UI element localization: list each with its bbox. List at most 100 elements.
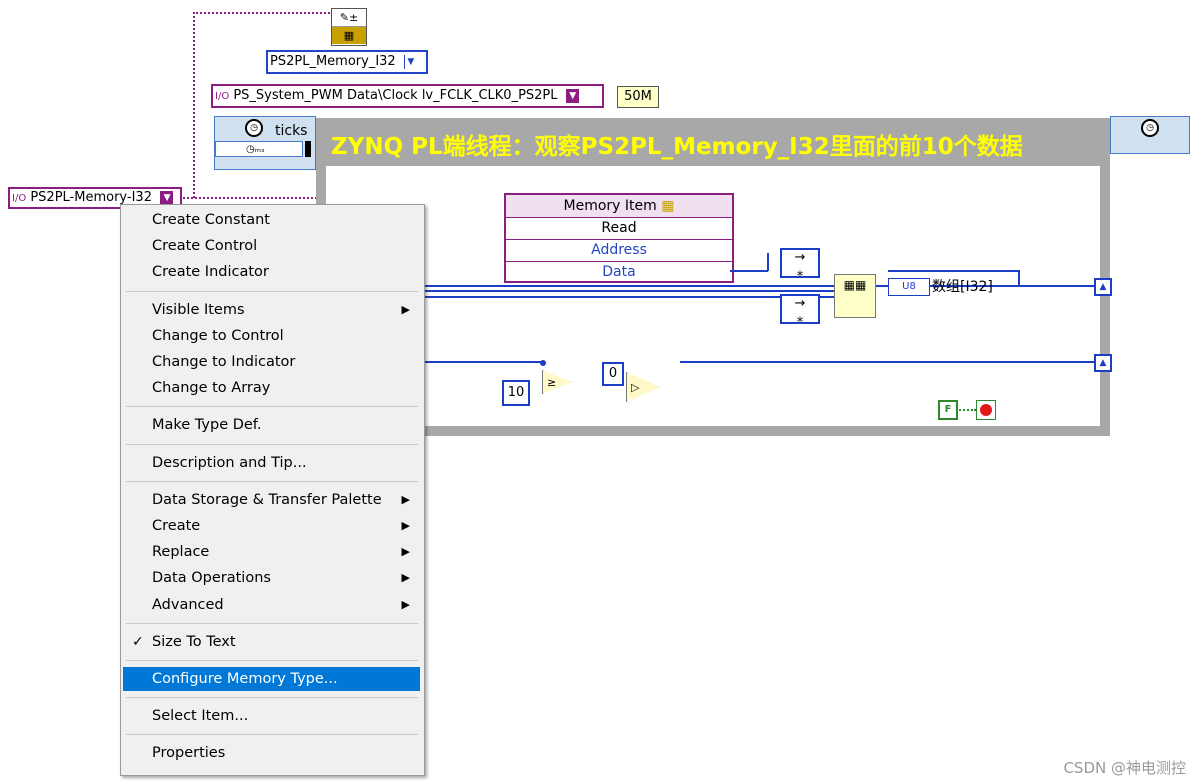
menu-item-label: Create Control [152,238,258,255]
menu-item-label: Data Storage & Transfer Palette [152,491,382,508]
menu-item-select-item[interactable]: Select Item... [123,704,420,728]
menu-item-create-constant[interactable]: Create Constant [123,208,420,232]
data-wire [888,270,1018,272]
data-wire [680,361,1102,363]
menu-separator [126,290,418,292]
menu-item-visible-items[interactable]: Visible Items ▶ [123,298,420,322]
menu-item-label: Change to Control [152,327,284,344]
submenu-arrow-icon: ▶ [401,302,410,316]
timer-icon: ◷ₘₛ [215,141,303,157]
menu-item-make-type-def[interactable]: Make Type Def. [123,413,420,437]
data-wire [326,290,834,292]
chevron-down-icon: ▼ [160,190,174,205]
chevron-down-icon: ▼ [565,88,579,103]
chevron-down-icon: ▼ [403,54,417,69]
boolean-false-constant[interactable]: F [938,400,958,420]
menu-item-label: Advanced [152,596,224,613]
stop-icon[interactable] [976,400,996,420]
menu-item-replace[interactable]: Replace▶ [123,540,420,564]
loop-right-frame [1100,118,1110,436]
menu-item-label: Description and Tip... [152,454,307,471]
memory-item-row: Address [506,240,732,262]
menu-item-label: Create Constant [152,212,270,228]
menu-item-label: Configure Memory Type... [152,671,338,687]
menu-separator [126,734,418,736]
clock-control[interactable]: I/O PS_System_PWM Data\Clock lv_FCLK_CLK… [211,84,604,108]
io-icon: I/O [215,91,230,102]
menu-item-data-storage-transfer-palette[interactable]: Data Storage & Transfer Palette▶ [123,488,420,512]
menu-item-label: Create [152,518,201,534]
menu-item-label: Create Indicator [152,264,269,281]
menu-item-change-to-indicator[interactable]: Change to Indicator [123,350,420,374]
menu-item-label: Make Type Def. [152,417,262,434]
menu-item-create-control[interactable]: Create Control [123,234,420,258]
memory-item-row: Data [602,264,636,280]
memory-write-icon[interactable]: ✎± ▦ [331,8,367,46]
memory-name-ring[interactable]: PS2PL_Memory_I32 ▼ [266,50,428,74]
menu-item-change-to-control[interactable]: Change to Control [123,324,420,348]
menu-item-data-operations[interactable]: Data Operations ▶ [123,566,420,590]
shift-register-up-icon[interactable]: ▲ [1094,354,1112,372]
memory-item-node[interactable]: Memory Item ▦ Read Address Data [504,193,734,283]
ref-wire [193,12,195,198]
submenu-arrow-icon: ▶ [401,597,410,611]
shift-register-up-icon[interactable]: ▲ [1094,278,1112,296]
memory-reference-control[interactable]: I/O PS2PL-Memory-I32 ▼ [8,187,182,209]
menu-item-label: Size To Text [152,633,236,650]
data-wire [730,270,768,272]
menu-item-advanced[interactable]: Advanced ▶ [123,593,420,617]
data-wire [326,361,542,363]
shift-register-node[interactable]: →⁎ [780,294,820,326]
menu-item-description-and-tip[interactable]: Description and Tip... [123,451,420,475]
menu-separator [126,660,418,661]
loop-right-node[interactable]: ◷ [1110,116,1190,154]
menu-item-label: Data Operations [152,570,271,587]
constant-zero[interactable]: 0 [602,362,624,386]
memory-item-icon: ▦ [661,198,675,214]
boolean-wire [956,409,976,411]
ref-wire [180,197,320,199]
replace-array-node[interactable]: ▦▦ [834,274,876,318]
menu-item-label: Change to Array [152,380,271,397]
array-type-tag[interactable]: U8 [888,278,930,296]
menu-item-create-indicator[interactable]: Create Indicator [123,260,420,284]
menu-separator [126,443,418,445]
clock-label: PS_System_PWM Data\Clock lv_FCLK_CLK0_PS… [233,88,558,103]
frequency-indicator: 50M [617,86,659,108]
check-icon: ✓ [132,633,144,650]
loop-top-frame [316,118,1110,166]
loop-title-banner: ZYNQ PL端线程：观察PS2PL_Memory_I32里面的前10个数据 [331,134,1023,160]
ticks-node[interactable]: ◷ ticks ◷ₘₛ [214,116,316,170]
array-type-label: U8 [902,281,916,292]
menu-item-label: Replace [152,544,210,561]
select-node[interactable]: ▷ [626,372,660,402]
menu-separator [126,480,418,482]
array-indicator-label: 数组[I32] [932,279,993,295]
menu-separator [126,697,418,699]
menu-item-properties[interactable]: Properties [123,741,420,765]
constant-ten[interactable]: 10 [502,380,530,406]
clock-icon: ◷ [1141,119,1159,137]
memory-reference-label: PS2PL-Memory-I32 [30,190,152,205]
data-wire [326,296,834,298]
greater-equal-node[interactable]: ≥ [542,370,572,394]
menu-item-label: Properties [152,745,226,762]
data-wire [767,253,769,271]
ticks-label: ticks [275,123,308,139]
menu-item-label: Visible Items [152,301,245,318]
submenu-arrow-icon: ▶ [401,571,410,585]
memory-name-label: PS2PL_Memory_I32 [270,54,396,69]
menu-item-size-to-text[interactable]: ✓ Size To Text [123,630,420,654]
clock-icon: ◷ [245,119,263,137]
shift-register-node[interactable]: →⁎ [780,248,820,280]
data-wire [1018,270,1020,286]
ref-wire [193,12,333,14]
menu-item-change-to-array[interactable]: Change to Array [123,376,420,400]
menu-item-label: Select Item... [152,708,249,725]
watermark: CSDN @神电测控 [1063,759,1186,777]
wire-junction [540,360,546,366]
frequency-value: 50M [624,89,652,104]
menu-item-create[interactable]: Create▶ [123,514,420,538]
menu-item-configure-memory-type[interactable]: Configure Memory Type... [123,667,420,691]
